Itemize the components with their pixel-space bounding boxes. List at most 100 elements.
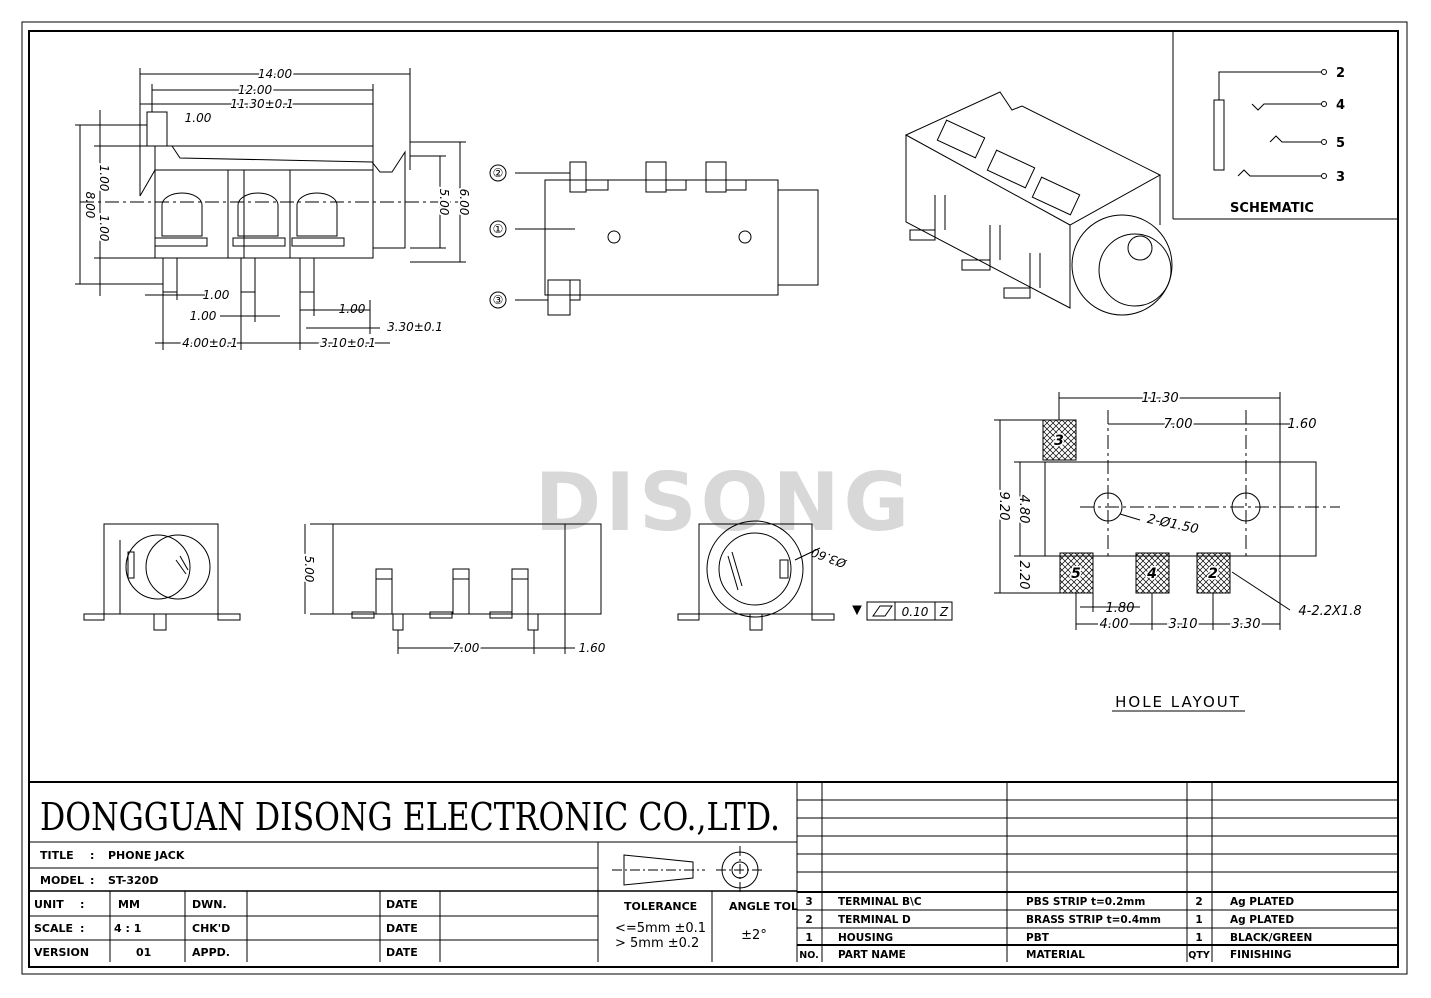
bom-row: 2 TERMINAL D BRASS STRIP t=0.4mm 1 Ag PL… — [805, 914, 1294, 926]
hole-dim-920: 9.20 — [996, 492, 1011, 521]
unit-colon: : — [80, 898, 84, 911]
bom-finish: BLACK/GREEN — [1230, 932, 1312, 944]
company-name: DONGGUAN DISONG ELECTRONIC CO.,LTD. — [40, 795, 780, 839]
hole-dim-160: 1.60 — [1288, 417, 1317, 432]
front-view-dims: 5.00 7.00 1.60 — [300, 554, 606, 657]
dim-100e: 1.00 — [190, 309, 217, 323]
schematic — [1172, 31, 1398, 220]
tolerance-line-2: > 5mm ±0.2 — [615, 936, 699, 951]
hole-dim-1130: 11.30 — [1141, 391, 1178, 406]
side-terminal-1 — [154, 192, 208, 293]
title-block-text: TITLE : PHONE JACK MODEL : ST-320D UNIT … — [34, 849, 798, 959]
hole-layout-title: HOLE LAYOUT — [1115, 693, 1241, 711]
callout-1: ① — [493, 222, 504, 236]
pad-label-5: 5 — [1071, 566, 1081, 582]
sheet-frame — [21, 21, 1408, 975]
dim-12: 12.00 — [238, 83, 273, 97]
bom-header-qty: QTY — [1188, 950, 1210, 961]
schematic-pin-3: 3 — [1336, 170, 1345, 185]
bom-qty: 1 — [1195, 914, 1202, 926]
scale-label: SCALE — [34, 922, 73, 935]
dim-800: 8.00 — [83, 192, 97, 219]
pad-3 — [1042, 419, 1077, 461]
top-view-callouts: ② ① ③ — [493, 166, 504, 307]
watermark: DISONG — [535, 456, 913, 549]
side-view — [75, 68, 470, 350]
schematic-title: SCHEMATIC — [1230, 201, 1314, 216]
schematic-pin-2: 2 — [1336, 66, 1345, 81]
top-view — [489, 161, 819, 316]
hole-layout — [994, 392, 1340, 712]
pad-4 — [1135, 552, 1170, 594]
front-dim-500: 5.00 — [302, 556, 316, 583]
dim-100d: 1.00 — [203, 288, 230, 302]
bom-no: 2 — [805, 914, 812, 926]
version-label: VERSION — [34, 946, 89, 959]
flatness-ref: Z — [939, 605, 949, 619]
hole-dim-480: 4.80 — [1016, 495, 1031, 524]
scale-colon: : — [80, 922, 84, 935]
title-label: TITLE — [40, 849, 74, 862]
dim-400: 4.00±0.1 — [182, 336, 238, 350]
pad-label-2: 2 — [1208, 566, 1218, 582]
angle-tol-value: ±2° — [741, 928, 767, 943]
title-value: PHONE JACK — [108, 849, 185, 862]
front-dim-160: 1.60 — [579, 641, 606, 655]
callout-3: ③ — [493, 293, 504, 307]
dim-1130: 11.30±0.1 — [230, 97, 294, 111]
model-label: MODEL — [40, 874, 84, 887]
bom-no: 3 — [805, 896, 812, 908]
tolerance-label: TOLERANCE — [624, 900, 697, 913]
bom-part: TERMINAL B\C — [838, 896, 922, 908]
bom-header: NO. PART NAME MATERIAL QTY FINISHING — [799, 949, 1291, 961]
bom-header-part: PART NAME — [838, 949, 906, 961]
flatness-text: 0.10 Z — [902, 605, 949, 619]
dim-100b: 1.00 — [97, 165, 111, 192]
bom-row: 3 TERMINAL B\C PBS STRIP t=0.2mm 2 Ag PL… — [805, 896, 1294, 908]
bom-qty: 2 — [1195, 896, 1202, 908]
dwn-label: DWN. — [192, 898, 227, 911]
bom-header-finish: FINISHING — [1230, 949, 1291, 961]
bom-material: PBT — [1026, 932, 1050, 944]
bom-material: PBS STRIP t=0.2mm — [1026, 896, 1145, 908]
side-terminal-2 — [232, 192, 286, 293]
model-colon: : — [90, 874, 94, 887]
hole-dim-310: 3.10 — [1169, 617, 1198, 632]
dim-500: 5.00 — [437, 189, 451, 216]
bom-part: TERMINAL D — [838, 914, 911, 926]
dim-100f: 1.00 — [339, 302, 366, 316]
bom-material: BRASS STRIP t=0.4mm — [1026, 914, 1161, 926]
front-view-middle — [304, 523, 602, 654]
hole-dim-400: 4.00 — [1100, 617, 1129, 632]
side-view-dims: 14.00 12.00 11.30±0.1 1.00 8.00 1.00 1.0… — [83, 65, 473, 352]
pad-numbers: 3 5 4 2 — [1053, 432, 1220, 584]
bom-header-no: NO. — [799, 950, 818, 961]
dim-100c: 1.00 — [97, 215, 111, 242]
chkd-label: CHK'D — [192, 922, 230, 935]
date-label-3: DATE — [386, 946, 418, 959]
date-label-2: DATE — [386, 922, 418, 935]
bom-finish: Ag PLATED — [1230, 914, 1294, 926]
date-label-1: DATE — [386, 898, 418, 911]
pad-callout: 4-2.2X1.8 — [1298, 604, 1361, 619]
version-value: 01 — [136, 946, 151, 959]
hole-dim-220: 2.20 — [1016, 561, 1031, 590]
side-terminal-3 — [291, 192, 345, 293]
bom-table: 3 TERMINAL B\C PBS STRIP t=0.2mm 2 Ag PL… — [799, 896, 1312, 961]
title-block-lines — [29, 781, 1398, 962]
bom-header-material: MATERIAL — [1026, 949, 1085, 961]
schematic-pin-5: 5 — [1336, 136, 1345, 151]
end-view-right — [677, 520, 835, 631]
bom-finish: Ag PLATED — [1230, 896, 1294, 908]
dim-310: 3.10±0.1 — [320, 336, 376, 350]
dim-14: 14.00 — [258, 67, 293, 81]
unit-label: UNIT — [34, 898, 64, 911]
unit-value: MM — [118, 898, 140, 911]
dim-100a: 1.00 — [185, 111, 212, 125]
bom-row: 1 HOUSING PBT 1 BLACK/GREEN — [805, 932, 1312, 944]
callout-2: ② — [493, 166, 504, 180]
dim-330: 3.30±0.1 — [387, 320, 443, 334]
hole-dim-700: 7.00 — [1164, 417, 1193, 432]
angle-tol-label: ANGLE TOL — [729, 900, 798, 913]
flatness-callout — [852, 601, 953, 621]
